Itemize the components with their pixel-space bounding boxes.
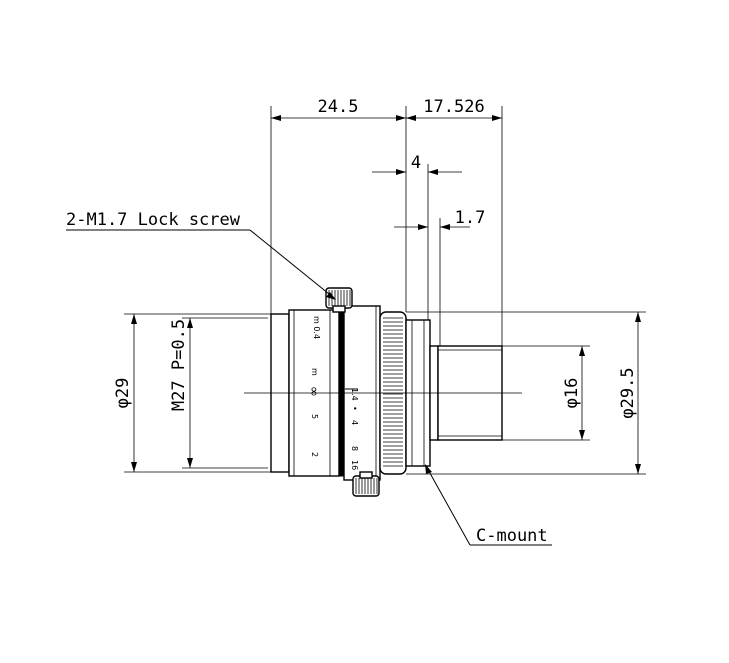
distance-mark-inf: ∞ (306, 386, 321, 397)
lens-body (244, 305, 522, 481)
distance-scale: m 0.4 m ∞ 5 2 (306, 316, 321, 457)
aperture-mark-16: 16 (350, 460, 359, 470)
dim-phi-16: φ16 (562, 378, 582, 409)
dim-dia-29-5: φ29.5 (406, 311, 646, 475)
dim-dia-29: φ29 (113, 313, 271, 473)
dim-thread: M27 P=0.5 (169, 317, 268, 469)
dim-4: 4 (411, 153, 421, 173)
distance-scale-top: m 0.4 (312, 316, 321, 339)
callout-c-mount: C-mount (425, 464, 552, 546)
aperture-mark-dot: • (350, 406, 359, 411)
distance-mark-5: 5 (310, 414, 319, 419)
dim-phi-29-5: φ29.5 (618, 367, 638, 418)
aperture-mark-4: 4 (350, 420, 359, 425)
dim-dia-16: φ16 (502, 345, 590, 441)
dim-flange: 4 1.7 (372, 153, 485, 346)
lock-screw-top (325, 287, 353, 313)
dim-24-5: 24.5 (318, 97, 359, 117)
distance-mark-m: m (310, 368, 319, 376)
aperture-mark-8: 8 (350, 446, 359, 451)
dim-phi-29: φ29 (113, 378, 133, 409)
lock-screw-label: 2-M1.7 Lock screw (66, 210, 241, 230)
dim-m27: M27 P=0.5 (169, 319, 189, 411)
distance-mark-2: 2 (310, 452, 319, 457)
knurl-pattern (383, 317, 403, 467)
lock-screw-bottom (352, 471, 380, 497)
aperture-scale: 1.4 • 4 8 16 (345, 388, 359, 470)
dim-17-526: 17.526 (423, 97, 484, 117)
c-mount-label: C-mount (476, 526, 548, 546)
dim-1-7: 1.7 (455, 208, 486, 228)
aperture-mark-1-4: 1.4 (350, 388, 359, 401)
dim-length: 24.5 17.526 (270, 97, 503, 346)
callout-lock-screw: 2-M1.7 Lock screw (66, 210, 336, 300)
